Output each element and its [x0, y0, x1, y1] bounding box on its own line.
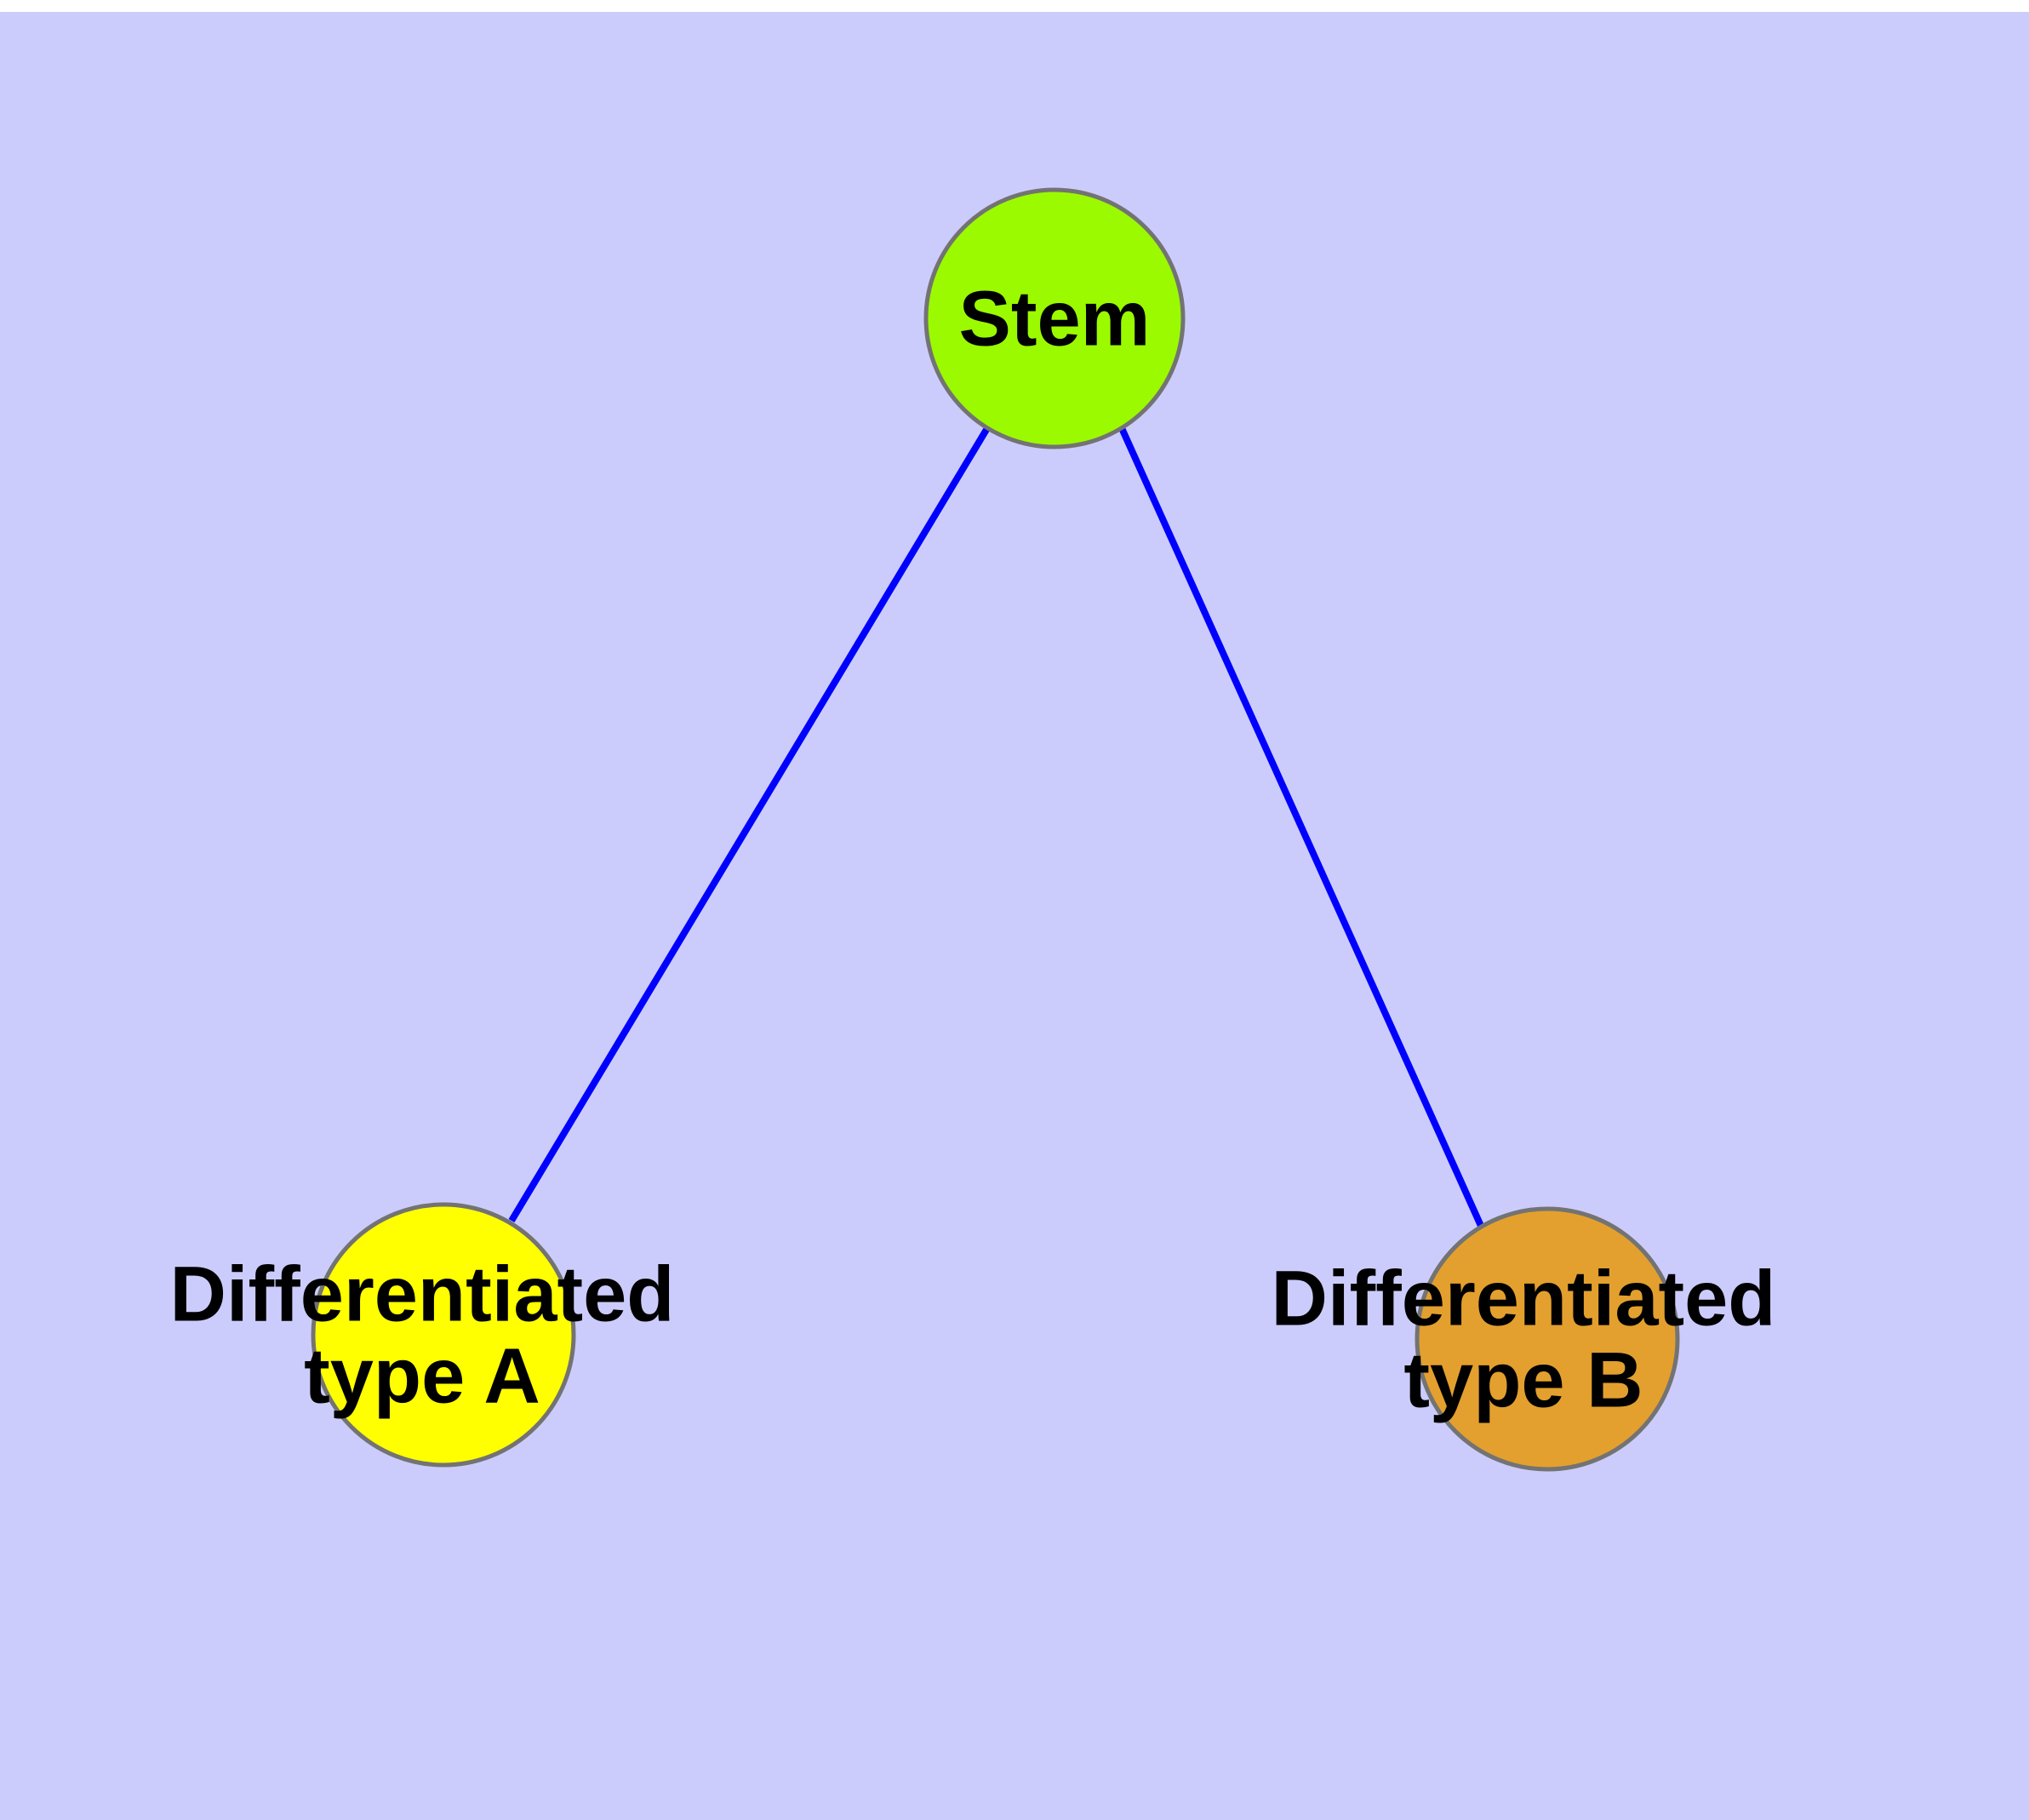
node-diff_a[interactable]	[311, 1202, 576, 1468]
nodes-group	[311, 187, 1680, 1472]
node-label-line: Stem	[959, 275, 1151, 362]
node-stem[interactable]	[923, 187, 1186, 449]
node-label-line: type A	[304, 1332, 540, 1419]
node-label-line: Differentiated	[170, 1251, 675, 1337]
node-label-line: Differentiated	[1272, 1255, 1776, 1342]
node-diff_b[interactable]	[1415, 1206, 1680, 1472]
edge-stem-to-diff-b[interactable]	[1118, 426, 1484, 1228]
node-label-line: type B	[1403, 1336, 1643, 1423]
node-label-stem: Stem	[959, 275, 1151, 362]
edge-stem-to-diff-a[interactable]	[508, 426, 991, 1223]
edges-group	[508, 426, 1484, 1228]
